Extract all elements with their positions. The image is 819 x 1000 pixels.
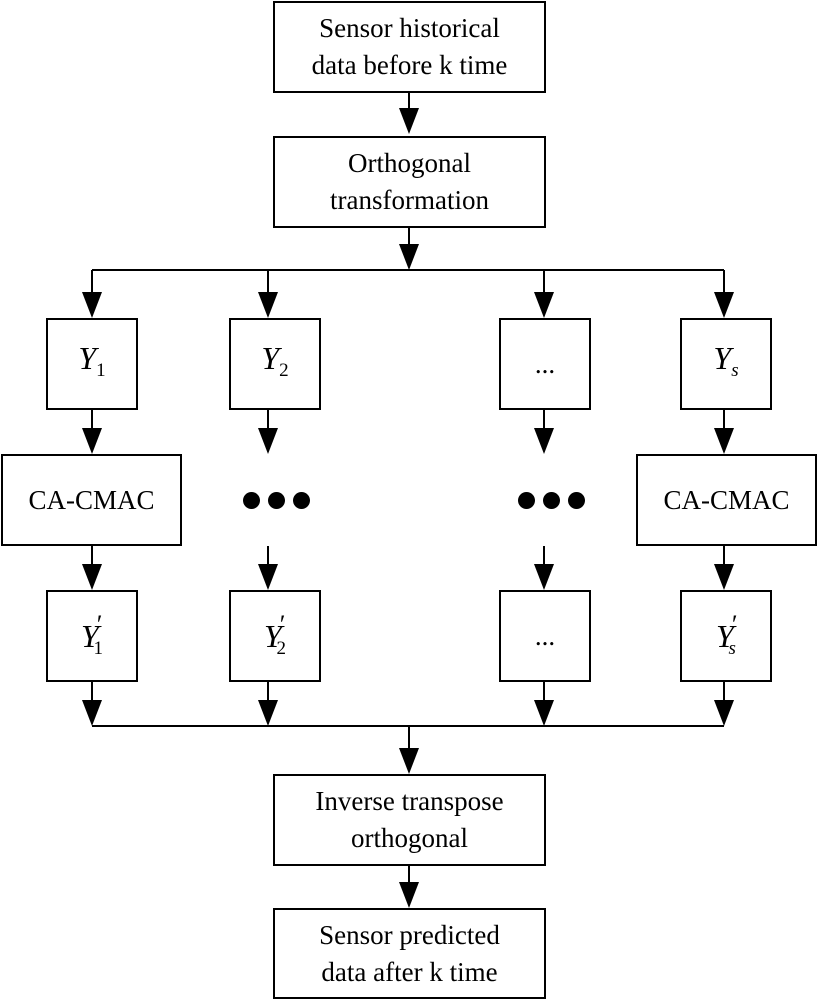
ellipsis-dots-icon [518,492,585,509]
arrowhead-icon [534,564,554,590]
arrowhead-icon [258,564,278,590]
sensor-historical-data-label: Sensor historical data before k time [311,13,508,80]
arrowhead-icon [258,428,278,454]
y1-prime-box: Y′1 [46,590,138,682]
arrowhead-icon [534,700,554,726]
sensor-historical-data-box: Sensor historical data before k time [273,1,546,93]
y2-box: Y2 [229,318,321,410]
ys-label: Ys [713,339,739,381]
arrowhead-icon [714,292,734,318]
ca-cmac-label-s: CA-CMAC [663,484,790,515]
sensor-predicted-data-label: Sensor predicted data after k time [319,919,500,987]
ys-prime-label: Y′s [716,609,738,659]
arrowhead-icon [82,428,102,454]
y-ellipsis-label: ... [534,348,556,379]
y2-label: Y2 [261,339,289,381]
y1-prime-label: Y′1 [81,609,103,659]
arrowhead-icon [82,564,102,590]
y2-prime-box: Y′2 [229,590,321,682]
arrowhead-icon [399,882,419,908]
sensor-predicted-data-box: Sensor predicted data after k time [273,908,546,999]
y2-prime-label: Y′2 [264,609,286,659]
inverse-transpose-box: Inverse transpose orthogonal [273,774,546,866]
y-ellipsis-box: ... [499,318,591,410]
arrowheads [82,108,734,908]
orthogonal-transformation-box: Orthogonal transformation [273,136,546,228]
arrowhead-icon [258,292,278,318]
inverse-transpose-label: Inverse transpose orthogonal [315,786,504,853]
arrowhead-icon [82,700,102,726]
ys-box: Ys [680,318,772,410]
arrowhead-icon [714,700,734,726]
arrowhead-icon [399,748,419,774]
ca-cmac-label-1: CA-CMAC [28,484,155,515]
ellipsis-dots-icon [243,492,310,509]
arrowhead-icon [534,292,554,318]
arrowhead-icon [714,564,734,590]
arrowhead-icon [82,292,102,318]
ca-cmac-box-1: CA-CMAC [1,454,182,546]
orthogonal-transformation-label: Orthogonal transformation [330,148,489,215]
y-prime-ellipsis-box: ... [499,590,591,682]
y1-label: Y1 [78,339,106,381]
arrowhead-icon [399,108,419,134]
arrowhead-icon [534,428,554,454]
arrowhead-icon [399,244,419,270]
y1-box: Y1 [46,318,138,410]
ys-prime-box: Y′s [680,590,772,682]
y-prime-ellipsis-label: ... [534,620,556,651]
ca-cmac-box-s: CA-CMAC [636,454,817,546]
arrowhead-icon [714,428,734,454]
arrowhead-icon [258,700,278,726]
